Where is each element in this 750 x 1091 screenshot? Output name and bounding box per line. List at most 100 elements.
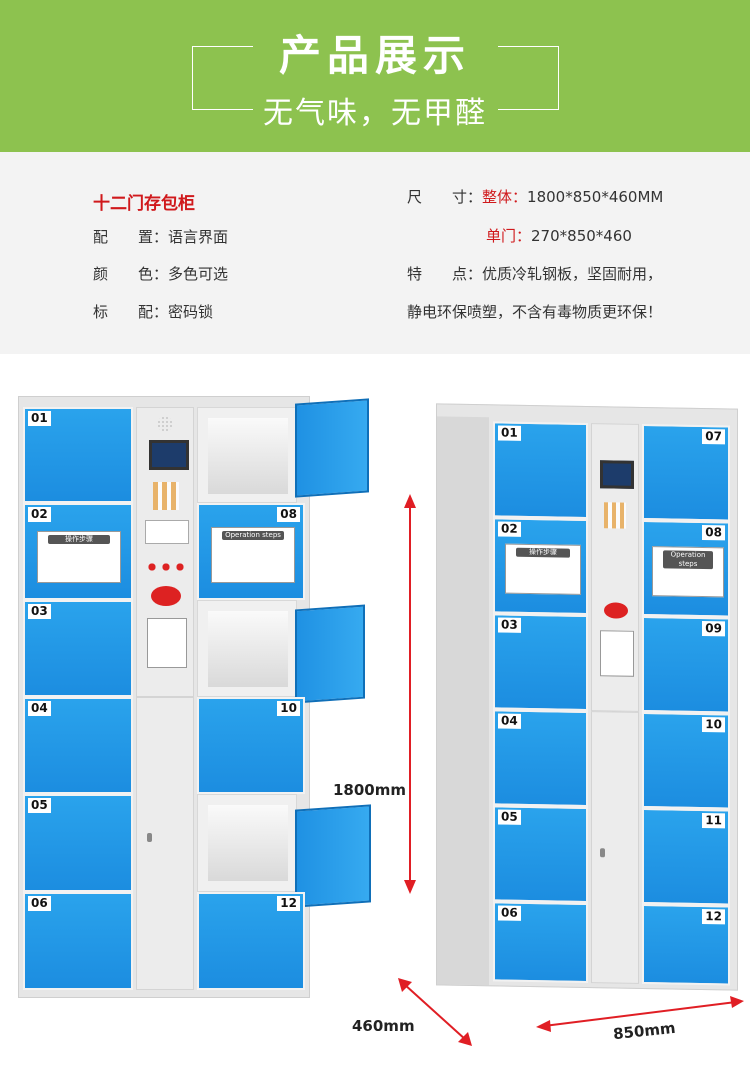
door-number: 02 — [28, 507, 51, 522]
door-number: 06 — [498, 905, 521, 921]
keyhole-icon — [147, 833, 152, 842]
door-number: 05 — [28, 798, 51, 813]
keyhole-icon — [600, 848, 605, 858]
product-photo: 01 02 操作步骤 03 04 05 06 08 Operation step… — [0, 354, 750, 1091]
open-compartment-09 — [197, 600, 297, 697]
open-door-09 — [295, 604, 365, 704]
locker-door-06: 06 — [23, 892, 133, 990]
door-number: 04 — [498, 713, 521, 729]
standard-value: 密码锁 — [168, 303, 214, 321]
control-panel — [591, 423, 639, 712]
compartment-interior — [208, 805, 288, 881]
door-number: 12 — [702, 909, 725, 925]
depth-label: 460mm — [352, 1017, 415, 1035]
locker-door-01: 01 — [23, 407, 133, 503]
compartment-interior — [208, 611, 288, 687]
door-number: 05 — [498, 809, 521, 825]
keypad-icon — [153, 482, 179, 510]
locker-door-06: 06 — [493, 901, 588, 984]
locker-front-view: 01 02 操作步骤 03 04 05 06 08 Operation step… — [18, 396, 371, 998]
door-number: 12 — [277, 896, 300, 911]
locker-door-04: 04 — [23, 697, 133, 794]
door-number: 02 — [498, 521, 521, 537]
door-number: 11 — [702, 813, 725, 829]
locker-door-03: 03 — [23, 600, 133, 697]
door-number: 03 — [498, 617, 521, 633]
color-row: 颜 色：多色可选 — [93, 263, 228, 284]
locker-door-12: 12 — [197, 892, 305, 990]
width-arrow — [536, 996, 744, 1032]
feature-label: 特 点： — [407, 265, 483, 283]
depth-arrow — [398, 978, 472, 1046]
size-door-value: 270*850*460 — [531, 227, 632, 245]
ticket-slot — [151, 586, 181, 606]
size-label: 尺 寸： — [407, 188, 483, 206]
door-number: 04 — [28, 701, 51, 716]
door-number: 06 — [28, 896, 51, 911]
locker-angled-view: 01 02 操作步骤 03 04 05 06 07 08 Operation s… — [436, 403, 738, 991]
locker-door-03: 03 — [493, 613, 588, 712]
locker-door-10: 10 — [197, 697, 305, 794]
locker-door-04: 04 — [493, 709, 588, 808]
locker-door-01: 01 — [493, 421, 588, 520]
size-door-label: 单门： — [486, 227, 532, 245]
ticket-slot — [604, 602, 628, 619]
door-number: 01 — [498, 425, 521, 441]
sticker-title: 操作步骤 — [48, 535, 110, 544]
size-overall-value: 1800*850*460MM — [527, 188, 664, 206]
color-label: 颜 色： — [93, 265, 169, 283]
config-row: 配 置：语言界面 — [93, 226, 228, 247]
locker-door-08: 08 Operation steps — [197, 503, 305, 600]
height-arrow — [404, 494, 416, 894]
spec-panel: 十二门存包柜 配 置：语言界面 颜 色：多色可选 标 配：密码锁 尺 寸：整体：… — [0, 152, 750, 354]
door-number: 10 — [702, 717, 725, 733]
locker-door-09: 09 — [642, 615, 730, 714]
sticker-title: Operation steps — [222, 531, 284, 540]
lower-cabinet-panel — [591, 711, 639, 984]
open-compartment-07 — [197, 407, 297, 503]
keypad-icon — [604, 502, 626, 529]
banner-title: 产品展示 — [278, 31, 471, 80]
locker-door-02: 02 操作步骤 — [493, 517, 588, 616]
locker-door-02: 02 操作步骤 — [23, 503, 133, 600]
locker-door-11: 11 — [642, 807, 730, 906]
feature-line1: 优质冷轧钢板，坚固耐用， — [482, 265, 663, 283]
feature-row: 特 点：优质冷轧钢板，坚固耐用， — [407, 263, 662, 284]
door-number: 09 — [702, 621, 725, 637]
lcd-screen — [149, 440, 189, 470]
color-value: 多色可选 — [168, 265, 229, 283]
side-panel — [437, 416, 489, 986]
compartment-interior — [208, 418, 288, 494]
door-number: 08 — [702, 525, 725, 541]
door-number: 01 — [28, 411, 51, 426]
barcode-label — [145, 520, 189, 544]
feature-row-2: 静电环保喷塑，不含有毒物质更环保！ — [407, 301, 662, 322]
locker-door-10: 10 — [642, 711, 730, 810]
config-value: 语言界面 — [168, 228, 229, 246]
scanner-buttons — [145, 560, 187, 574]
speaker-icon — [157, 416, 173, 432]
open-door-11 — [295, 804, 371, 908]
open-compartment-11 — [197, 794, 297, 892]
size-door-row: 单门：270*850*460 — [486, 225, 632, 246]
sticker-title: Operation steps — [663, 550, 713, 570]
product-name: 十二门存包柜 — [93, 194, 195, 214]
banner-frame-right — [498, 46, 559, 110]
locker-door-07: 07 — [642, 423, 730, 522]
feature-line2: 静电环保喷塑，不含有毒物质更环保！ — [407, 303, 663, 321]
lower-cabinet-panel — [136, 697, 194, 990]
warning-label — [147, 618, 187, 668]
standard-label: 标 配： — [93, 303, 169, 321]
size-overall-row: 尺 寸：整体：1800*850*460MM — [407, 186, 663, 207]
height-label: 1800mm — [333, 781, 407, 799]
header-banner: 产品展示 无气味，无甲醛 — [0, 0, 750, 152]
operation-sticker: 操作步骤 — [37, 531, 121, 583]
locker-door-05: 05 — [493, 805, 588, 904]
locker-door-08: 08 Operation steps — [642, 519, 730, 618]
warning-label — [600, 630, 634, 677]
door-number: 10 — [277, 701, 300, 716]
open-door-07 — [295, 398, 369, 498]
banner-frame-left — [192, 46, 253, 110]
config-label: 配 置： — [93, 228, 169, 246]
size-overall-label: 整体： — [482, 188, 528, 206]
